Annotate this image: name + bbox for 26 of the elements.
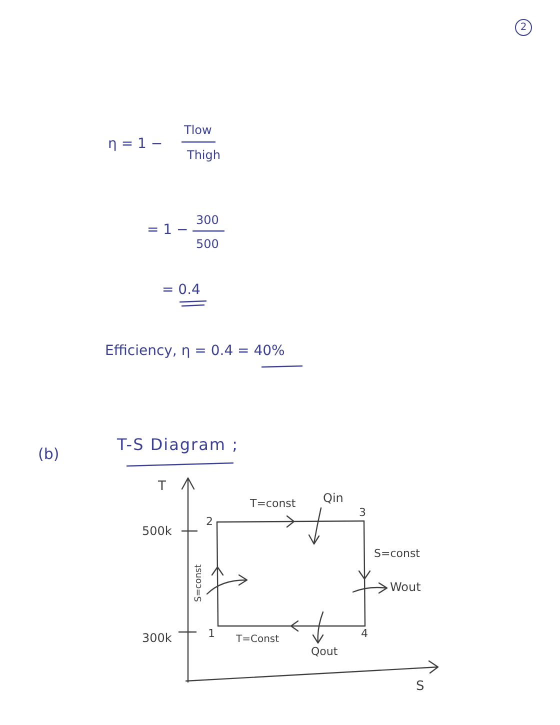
fraction-denominator: 500 (196, 238, 219, 252)
fraction-denominator: Thigh (187, 149, 220, 163)
equation-result: = 0.4 (162, 282, 200, 298)
process-label: S=const (194, 563, 204, 604)
efficiency-result: Efficiency, η = 0.4 = 40% (105, 343, 285, 360)
page-number: 2 (515, 19, 532, 36)
work-out-label: Wout (390, 581, 421, 595)
heat-in-label: Qin (323, 492, 344, 506)
section-heading: T-S Diagram ; (117, 436, 238, 454)
process-label: T=const (250, 498, 296, 511)
equation-text: η = 1 − (108, 136, 163, 152)
equation-text: = 1 − (147, 222, 188, 238)
tick-label: 300k (142, 632, 172, 646)
point-number: 2 (206, 516, 213, 529)
point-number: 3 (359, 507, 366, 520)
part-label: (b) (38, 446, 60, 464)
process-label: T=Const (236, 634, 280, 646)
axis-label: S (416, 680, 424, 695)
point-number: 4 (361, 628, 368, 641)
fraction-numerator: 300 (196, 214, 219, 228)
heat-out-label: Qout (311, 646, 338, 659)
point-number: 1 (208, 628, 215, 641)
axis-label: T (158, 480, 166, 495)
fraction-numerator: Tlow (184, 124, 212, 138)
process-label: S=const (374, 548, 420, 561)
tick-label: 500k (142, 525, 172, 539)
